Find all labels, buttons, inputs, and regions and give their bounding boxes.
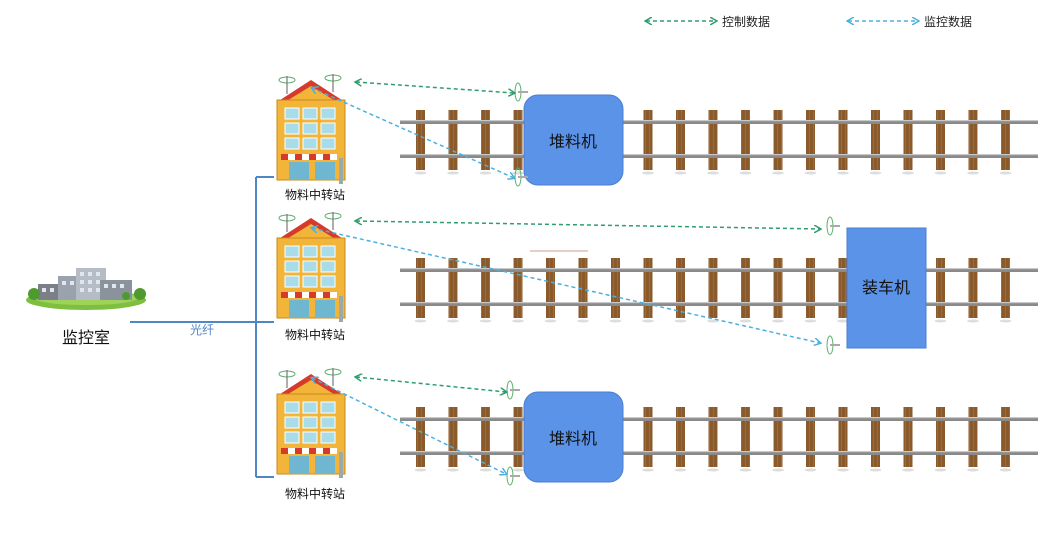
monitoring-room-building-icon: [26, 268, 146, 310]
machine-stacker-2: 堆料机: [523, 391, 624, 483]
sleeper: [838, 407, 848, 467]
sleeper: [806, 110, 815, 170]
data-flows: [312, 82, 820, 474]
sleeper: [513, 258, 523, 318]
antenna-icon: [514, 82, 528, 102]
sleeper: [968, 258, 978, 318]
sleeper: [643, 407, 653, 467]
sleeper: [448, 407, 458, 467]
track-row-2: [400, 258, 1038, 323]
sleeper: [416, 258, 425, 318]
rail: [400, 120, 1038, 124]
machine-label: 堆料机: [549, 132, 597, 151]
antenna-icon: [826, 335, 840, 355]
sleeper: [546, 258, 555, 318]
station-building-icon: [276, 212, 346, 322]
track-row-1: [400, 110, 1038, 175]
sleeper: [676, 407, 685, 467]
sleeper: [806, 407, 815, 467]
sleeper: [741, 110, 750, 170]
sleeper: [708, 407, 718, 467]
antenna-icon: [506, 380, 520, 400]
fiber-label: 光纤: [190, 323, 214, 337]
sleeper: [448, 110, 458, 170]
sleeper: [871, 110, 880, 170]
sleeper: [741, 407, 750, 467]
monitoring-room-label: 监控室: [62, 328, 110, 347]
sleeper: [643, 110, 653, 170]
sleeper: [513, 407, 523, 467]
sleeper: [936, 258, 945, 318]
sleeper: [936, 110, 945, 170]
control-arrow-row3: [356, 377, 506, 392]
tracks: [400, 110, 1038, 472]
machine-loader: 装车机: [846, 227, 927, 349]
track-row-3: [400, 407, 1038, 472]
sleeper: [643, 258, 653, 318]
control-arrow-row2: [356, 221, 820, 229]
legend: 控制数据 监控数据: [646, 14, 972, 29]
sleeper: [968, 110, 978, 170]
sleeper: [806, 258, 815, 318]
sleeper: [741, 258, 750, 318]
sleeper: [1001, 258, 1010, 318]
sleeper: [1001, 407, 1010, 467]
machine-label: 堆料机: [549, 429, 597, 448]
sleeper: [871, 407, 880, 467]
rail: [400, 154, 1038, 158]
machine-label: 装车机: [862, 278, 910, 297]
sleeper: [416, 407, 425, 467]
station-building-icon: [276, 368, 346, 478]
sleeper: [773, 110, 783, 170]
sleeper: [481, 110, 490, 170]
sleeper: [773, 258, 783, 318]
control-arrow-row1: [356, 82, 514, 93]
station-label-3: 物料中转站: [285, 486, 345, 501]
rail: [400, 451, 1038, 455]
antenna-icon: [506, 466, 520, 486]
sleeper: [903, 407, 913, 467]
sleeper: [513, 110, 523, 170]
sleeper: [838, 110, 848, 170]
rail: [400, 417, 1038, 421]
monitor-arrow-row1: [312, 88, 514, 178]
sleeper: [838, 258, 848, 318]
machine-stacker-1: 堆料机: [523, 94, 624, 186]
sleeper: [676, 258, 685, 318]
sleeper: [968, 407, 978, 467]
monitor-arrow-row3: [312, 378, 506, 474]
stations: [276, 74, 346, 478]
sleeper: [903, 110, 913, 170]
sleeper: [936, 407, 945, 467]
sleeper: [1001, 110, 1010, 170]
legend-monitor-label: 监控数据: [924, 14, 972, 29]
sleeper: [416, 110, 425, 170]
sleeper: [708, 258, 718, 318]
monitor-arrow-row2: [312, 228, 820, 343]
station-label-1: 物料中转站: [285, 187, 345, 202]
sleeper: [611, 258, 620, 318]
legend-control-label: 控制数据: [722, 14, 770, 29]
sleeper: [481, 407, 490, 467]
sleeper: [708, 110, 718, 170]
antenna-icon: [826, 216, 840, 236]
sleeper: [773, 407, 783, 467]
sleeper: [448, 258, 458, 318]
fiber-connection: [130, 176, 274, 478]
station-label-2: 物料中转站: [285, 327, 345, 342]
station-building-icon: [276, 74, 346, 184]
sleeper: [676, 110, 685, 170]
